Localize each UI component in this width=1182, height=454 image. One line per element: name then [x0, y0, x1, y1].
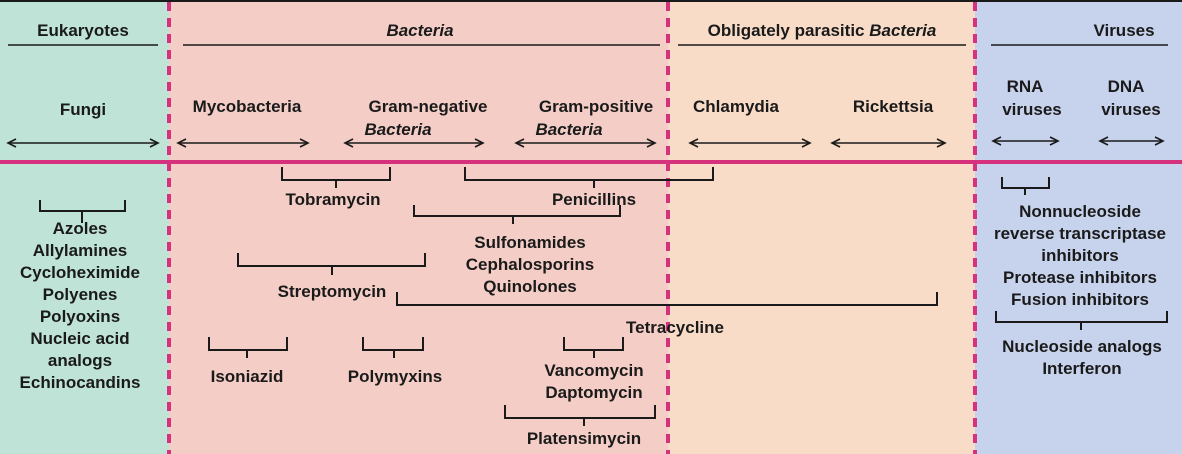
organism-gram-negative-sub: Bacteria: [364, 120, 431, 139]
bracket-tobramycin: [281, 167, 391, 188]
header-bacteria: Bacteria: [386, 21, 453, 40]
drug-polyenes: Polyenes: [43, 285, 118, 304]
organism-dna-viruses-2: viruses: [1101, 100, 1161, 119]
organism-mycobacteria: Mycobacteria: [193, 97, 302, 116]
drug-protease-inhibitors: Protease inhibitors: [1003, 268, 1157, 287]
bracket-polymyxins: [362, 337, 424, 358]
arrow-dna-viruses: [1098, 136, 1165, 146]
drug-fusion-inhibitors: Fusion inhibitors: [1011, 290, 1149, 309]
header-parasitic-prefix: Obligately parasitic: [708, 21, 870, 40]
bracket-penicillins: [464, 167, 714, 188]
parasitic-column: [668, 0, 975, 454]
organism-chlamydia: Chlamydia: [693, 97, 780, 116]
viruses-column: [975, 0, 1182, 454]
drug-analogs: analogs: [48, 351, 112, 370]
drug-echinocandins: Echinocandins: [20, 373, 141, 392]
arrow-chlamydia: [688, 138, 812, 148]
drug-interferon: Interferon: [1042, 359, 1121, 378]
drug-daptomycin: Daptomycin: [545, 383, 642, 402]
drug-isoniazid: Isoniazid: [211, 367, 284, 386]
drug-vancomycin: Vancomycin: [544, 361, 643, 380]
header-viruses: Viruses: [1093, 21, 1154, 40]
drug-allylamines: Allylamines: [33, 241, 128, 260]
drug-azoles: Azoles: [53, 219, 108, 238]
drug-nucleic-acid: Nucleic acid: [30, 329, 129, 348]
arrow-mycobacteria: [176, 138, 310, 148]
organism-rickettsia: Rickettsia: [853, 97, 934, 116]
organism-arrows: [6, 136, 1165, 148]
bracket-sulfa: [413, 205, 621, 224]
arrow-rna-viruses: [991, 136, 1060, 146]
drug-reverse-transcriptase: reverse transcriptase: [994, 224, 1166, 243]
arrow-rickettsia: [830, 138, 947, 148]
header-obligately-parasitic: Obligately parasitic Bacteria: [708, 21, 937, 40]
drug-cephalosporins: Cephalosporins: [466, 255, 594, 274]
drug-streptomycin: Streptomycin: [278, 282, 387, 301]
eukaryotes-column: [0, 0, 169, 454]
bracket-viral-group1: [1001, 177, 1050, 195]
organism-dna-viruses-1: DNA: [1108, 77, 1145, 96]
bracket-vanco: [563, 337, 624, 358]
fungal-drug-list: Azoles Allylamines Cycloheximide Polyene…: [20, 219, 141, 392]
bracket-isoniazid: [208, 337, 288, 358]
drug-nonnucleoside: Nonnucleoside: [1019, 202, 1141, 221]
bracket-tetracycline: [396, 292, 938, 306]
drug-nucleoside-analogs: Nucleoside analogs: [1002, 337, 1162, 356]
organism-rna-viruses-1: RNA: [1007, 77, 1044, 96]
organism-rna-viruses-2: viruses: [1002, 100, 1062, 119]
drug-polyoxins: Polyoxins: [40, 307, 120, 326]
bracket-platensimycin: [504, 405, 656, 426]
drug-quinolones: Quinolones: [483, 277, 577, 296]
organism-fungi: Fungi: [60, 100, 106, 119]
bracket-fungal: [39, 200, 126, 223]
drug-cycloheximide: Cycloheximide: [20, 263, 140, 282]
bacteria-column: [169, 0, 668, 454]
drug-platensimycin: Platensimycin: [527, 429, 641, 448]
organism-gram-positive-sub: Bacteria: [535, 120, 602, 139]
drug-polymyxins: Polymyxins: [348, 367, 443, 386]
drug-inhibitors: inhibitors: [1041, 246, 1118, 265]
drug-tobramycin: Tobramycin: [285, 190, 380, 209]
organism-gram-negative: Gram-negative: [368, 97, 487, 116]
organism-gram-positive: Gram-positive: [539, 97, 653, 116]
drug-sulfonamides: Sulfonamides: [474, 233, 585, 252]
drug-tetracycline: Tetracycline: [626, 318, 724, 337]
bracket-viral-group2: [995, 311, 1168, 330]
header-parasitic-italic: Bacteria: [869, 21, 936, 40]
header-eukaryotes: Eukaryotes: [37, 21, 129, 40]
arrow-gram-positive: [514, 138, 657, 148]
drug-penicillins: Penicillins: [552, 190, 636, 209]
arrow-fungi: [6, 138, 160, 148]
drug-brackets: [39, 167, 1168, 426]
arrow-gram-negative: [343, 138, 485, 148]
bracket-streptomycin: [237, 253, 426, 275]
